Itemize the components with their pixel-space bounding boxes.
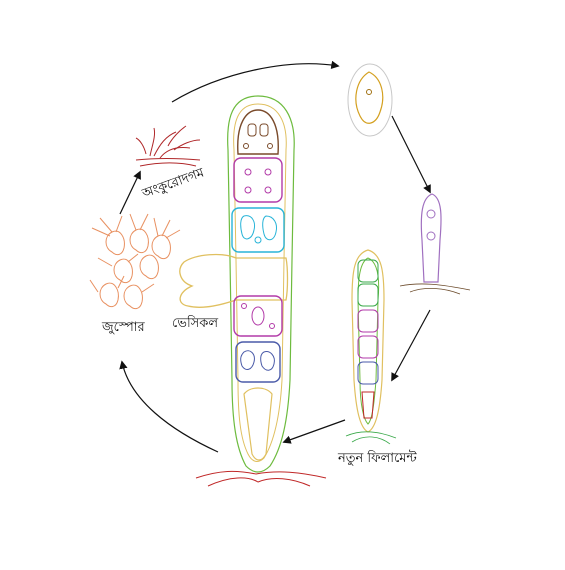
basal-cell bbox=[243, 387, 273, 461]
gamete-nucleus bbox=[254, 236, 262, 244]
gamete-nucleus bbox=[241, 303, 247, 309]
mature-plant-drawing bbox=[179, 95, 327, 487]
filament-cell bbox=[357, 309, 379, 333]
young-plant-cell bbox=[426, 209, 436, 219]
gamete-cell bbox=[247, 123, 257, 137]
filament-basal-cell bbox=[361, 391, 375, 419]
spore-outer bbox=[347, 63, 393, 137]
mature-plant-outer bbox=[227, 95, 295, 473]
new-filament-drawing bbox=[345, 249, 397, 445]
germling bbox=[167, 125, 201, 151]
cycle-arrows bbox=[119, 60, 431, 453]
germination-drawing bbox=[135, 125, 201, 167]
zoospore bbox=[99, 282, 119, 308]
gametangium-outline bbox=[233, 157, 283, 203]
gamete-nucleus bbox=[267, 143, 273, 149]
label-vesicle: ভেসিকল bbox=[172, 315, 218, 331]
gamete-nucleus bbox=[269, 323, 275, 329]
zoospore-flagella bbox=[91, 215, 123, 237]
gametangium-outline bbox=[233, 295, 283, 337]
arrow-upper-right bbox=[391, 115, 431, 194]
gamete-cluster bbox=[240, 215, 255, 240]
gametangium-outline bbox=[237, 109, 279, 155]
young-plant-outline bbox=[420, 193, 442, 283]
zoospore-flagella bbox=[97, 253, 139, 267]
gametangium-blue bbox=[235, 341, 281, 383]
zoospore-flagella bbox=[129, 213, 149, 231]
zoospore-cluster-drawing bbox=[89, 213, 181, 310]
gamete-cluster bbox=[262, 215, 277, 241]
zoospore bbox=[105, 230, 125, 256]
gamete-nucleus bbox=[264, 186, 272, 194]
new-filament-inner bbox=[357, 257, 380, 425]
vesicle-shape bbox=[179, 253, 289, 308]
arrow-top bbox=[171, 60, 340, 103]
gametangium-brown bbox=[237, 109, 279, 155]
label-zoospore: জুস্পোর bbox=[101, 320, 146, 335]
gametangium-cyan bbox=[231, 207, 285, 253]
young-plant-cell bbox=[426, 231, 436, 241]
spore-inner bbox=[355, 71, 384, 124]
zoospore-flagella bbox=[89, 275, 155, 293]
gamete-nucleus bbox=[243, 143, 249, 149]
spore-drawing bbox=[347, 63, 393, 137]
gamete-cell bbox=[259, 123, 269, 137]
arrow-bottom bbox=[282, 419, 346, 444]
filament-cell bbox=[357, 259, 379, 283]
gamete-nucleus bbox=[244, 168, 252, 176]
label-new-filament: নতুন ফিলামেন্ট bbox=[337, 450, 418, 466]
mature-plant-rhizoid bbox=[195, 470, 327, 487]
gamete-nucleus bbox=[244, 186, 252, 194]
arrow-lower-left bbox=[119, 360, 219, 453]
germination-substrate bbox=[135, 158, 201, 167]
gamete-nucleus bbox=[264, 168, 272, 176]
zoospore bbox=[129, 228, 149, 254]
zoospore-flagella bbox=[153, 217, 181, 239]
new-filament-outline bbox=[351, 249, 385, 433]
spore-nucleus bbox=[366, 89, 372, 95]
germling bbox=[135, 127, 191, 159]
young-plant-rhizoid bbox=[399, 283, 471, 295]
filament-rhizoid bbox=[345, 431, 397, 445]
zoospore bbox=[113, 258, 133, 284]
gametangium-magenta-upper bbox=[233, 157, 283, 203]
zoospore bbox=[139, 254, 159, 280]
filament-cell bbox=[357, 361, 379, 385]
young-plant-drawing bbox=[399, 193, 471, 295]
zoospore bbox=[151, 234, 171, 260]
gametangium-magenta-lower bbox=[233, 295, 283, 337]
filament-cell bbox=[357, 335, 379, 359]
zoospore bbox=[123, 284, 143, 310]
label-germination: অংকুরোদগম bbox=[139, 165, 207, 202]
arrow-upper-left bbox=[119, 170, 141, 215]
mature-plant-inner bbox=[233, 103, 287, 462]
arrow-lower-right bbox=[391, 309, 431, 382]
gamete-body bbox=[260, 351, 275, 371]
gamete-body bbox=[251, 306, 265, 326]
gametangium-outline bbox=[235, 341, 281, 383]
gametangium-outline bbox=[231, 207, 285, 253]
gamete-body bbox=[240, 350, 255, 370]
filament-cell bbox=[357, 283, 379, 307]
